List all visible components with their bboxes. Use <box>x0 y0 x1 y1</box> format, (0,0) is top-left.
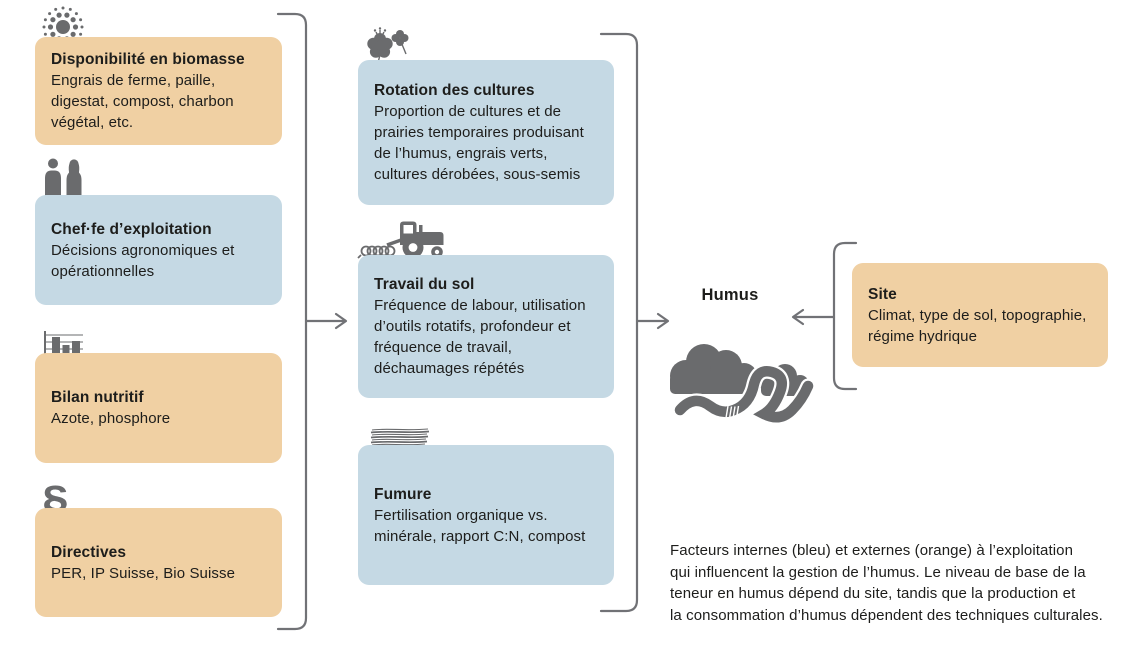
card-crop-rotation-title: Rotation des cultures <box>374 82 535 99</box>
card-fertilization-body: Fertilisation organique vs. minérale, ra… <box>374 506 586 545</box>
middle-to-humus-arrow <box>635 312 670 330</box>
flowers-icon <box>367 27 409 65</box>
card-biomass-body: Engrais de ferme, paille, digestat, comp… <box>51 72 234 131</box>
card-biomass: Disponibilité en biomasse Engrais de fer… <box>35 37 282 145</box>
card-nutrient-balance-title: Bilan nutritif <box>51 389 144 406</box>
card-nutrient-balance-body: Azote, phosphore <box>51 410 171 427</box>
figure-caption: Facteurs internes (bleu) et externes (or… <box>670 542 1103 624</box>
card-nutrient-balance: Bilan nutritif Azote, phosphore <box>35 353 282 463</box>
card-site-title: Site <box>868 285 897 303</box>
middle-column-bracket <box>599 32 639 613</box>
tractor-icon <box>357 221 444 259</box>
soil-worm-icon <box>670 344 816 425</box>
card-farm-manager-body: Décisions agronomiques et opérationnelle… <box>51 241 235 280</box>
card-fertilization: Fumure Fertilisation organique vs. minér… <box>358 445 614 585</box>
left-column-bracket <box>276 12 308 631</box>
card-directives-body: PER, IP Suisse, Bio Suisse <box>51 564 236 582</box>
card-crop-rotation: Rotation des cultures Proportion de cult… <box>358 60 614 205</box>
card-directives: Directives PER, IP Suisse, Bio Suisse <box>35 508 282 617</box>
card-tillage-title: Travail du sol <box>374 276 475 293</box>
card-fertilization-title: Fumure <box>374 485 432 503</box>
card-site: Site Climat, type de sol, topographie, r… <box>852 263 1108 367</box>
card-directives-title: Directives <box>51 543 127 561</box>
card-farm-manager-title: Chef·fe d’exploitation <box>51 220 212 238</box>
card-biomass-title: Disponibilité en biomasse <box>51 51 245 68</box>
card-tillage-body: Fréquence de labour, utilisation d’outil… <box>374 297 586 377</box>
farm-managers-icon <box>45 158 82 197</box>
card-site-body: Climat, type de sol, topographie, régime… <box>868 306 1087 345</box>
site-to-humus-arrow <box>791 308 836 326</box>
left-to-middle-arrow <box>304 312 348 330</box>
card-farm-manager: Chef·fe d’exploitation Décisions agronom… <box>35 195 282 305</box>
humus-label: Humus <box>701 286 759 304</box>
card-crop-rotation-body: Proportion de cultures et de prairies te… <box>374 103 584 183</box>
card-tillage: Travail du sol Fréquence de labour, util… <box>358 255 614 398</box>
